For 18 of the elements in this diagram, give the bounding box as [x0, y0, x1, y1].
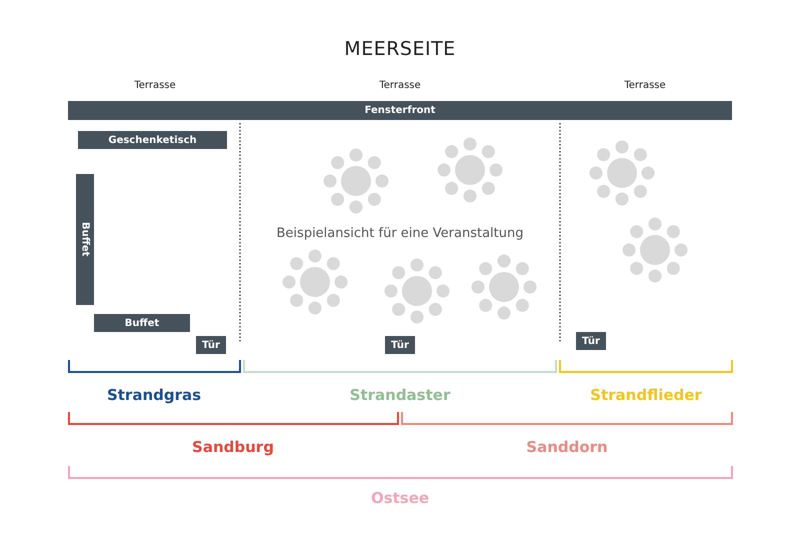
area-label: Terrasse: [379, 80, 421, 91]
area-label: Terrasse: [134, 80, 176, 91]
furniture-block: Tür: [385, 336, 415, 354]
room-name: Ostsee: [370, 489, 430, 507]
room-name: Strandgras: [106, 386, 202, 404]
title: MEERSEITE: [343, 38, 457, 60]
room-name: Strandaster: [350, 386, 450, 404]
furniture-block: Buffet: [94, 314, 190, 332]
area-label: Terrasse: [624, 80, 666, 91]
furniture-block: Buffet: [76, 174, 94, 305]
note-text: Beispielansicht für eine Veranstaltung: [276, 226, 524, 241]
room-name: Sanddorn: [526, 438, 608, 456]
room-name: Sandburg: [192, 438, 274, 456]
furniture-block: Geschenketisch: [78, 131, 227, 149]
room-name: Strandflieder: [590, 386, 702, 404]
furniture-block: Tür: [196, 336, 226, 354]
furniture-block: Fensterfront: [68, 101, 732, 120]
furniture-block: Tür: [576, 332, 606, 350]
